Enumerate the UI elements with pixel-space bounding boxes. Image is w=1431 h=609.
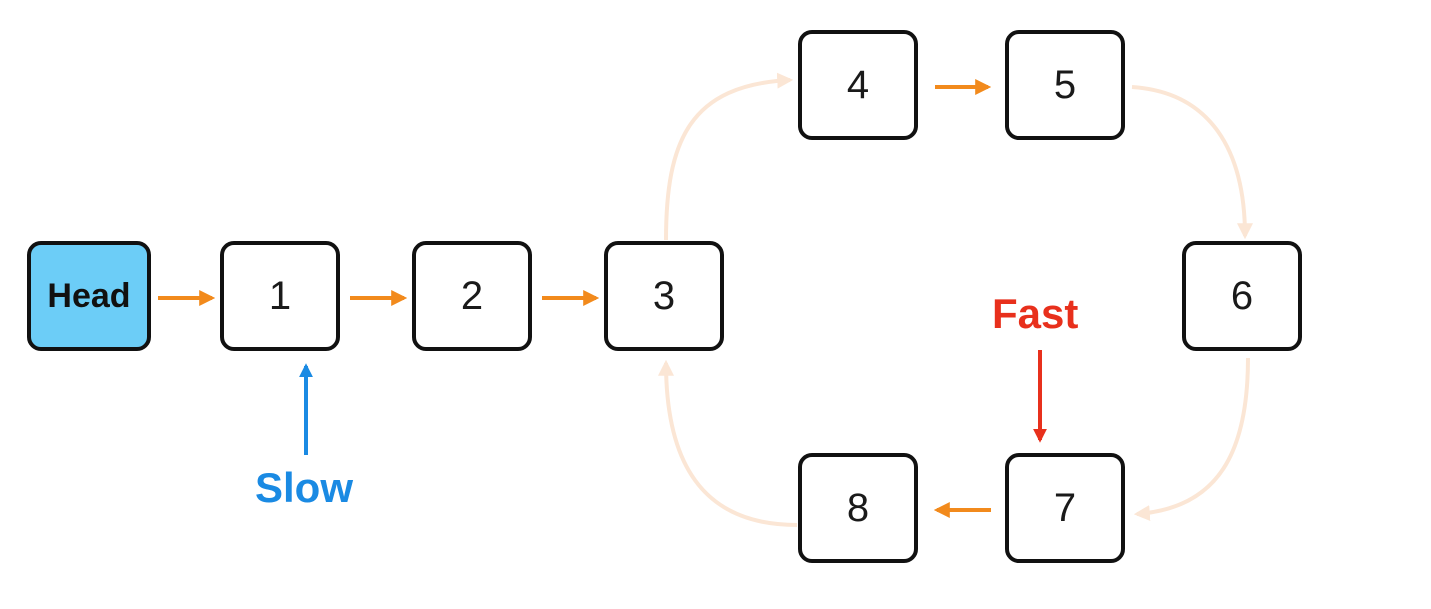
edge-3-to-4 bbox=[664, 72, 794, 241]
node-3: 3 bbox=[604, 241, 724, 351]
node-2: 2 bbox=[412, 241, 532, 351]
edge-6-to-7 bbox=[1133, 357, 1250, 522]
node-8: 8 bbox=[798, 453, 918, 563]
node-4: 4 bbox=[798, 30, 918, 140]
node-7: 7 bbox=[1005, 453, 1125, 563]
node-1: 1 bbox=[220, 241, 340, 351]
head-node: Head bbox=[27, 241, 151, 351]
node-5: 5 bbox=[1005, 30, 1125, 140]
edge-5-to-6 bbox=[1131, 85, 1253, 240]
edge-8-to-3 bbox=[658, 359, 798, 527]
fast-pointer-label: Fast bbox=[992, 290, 1079, 337]
slow-pointer-label: Slow bbox=[255, 464, 354, 511]
node-6: 6 bbox=[1182, 241, 1302, 351]
